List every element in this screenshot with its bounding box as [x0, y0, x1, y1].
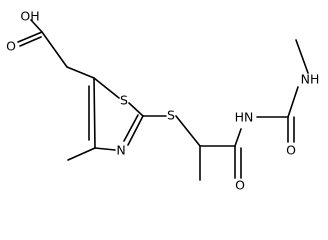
atom-label-thioether-s: S [167, 108, 175, 123]
bond-amide-c-nh [234, 128, 242, 147]
bond-urea-nh-methyl [295, 39, 309, 74]
chemical-structure-diagram: OH O S S N HN NH O O [6, 9, 319, 193]
bond-ring-s1-c2 [128, 102, 144, 117]
atom-label-oh: OH [20, 9, 39, 24]
atom-label-amide-o: O [235, 178, 245, 193]
bond-ring-c4-c5-a [93, 77, 96, 149]
atom-label-layer: OH O S S N HN NH O O [6, 9, 319, 193]
bond-c-o-double-a [17, 31, 43, 43]
bond-c-oh [30, 19, 43, 33]
bond-acid-c-ch2 [41, 31, 68, 68]
atom-label-acid-o: O [6, 39, 16, 54]
bond-ch2-ring-c5 [66, 66, 95, 79]
atom-label-amide-nh: HN [235, 110, 254, 125]
bond-ring-c5-s1 [93, 77, 120, 99]
atom-label-ring-n: N [116, 143, 125, 158]
bond-ring-c4-methyl [67, 147, 96, 161]
bond-urea-c-nh [287, 86, 299, 118]
bond-ring-c2-n3-b [123, 114, 139, 142]
bond-layer [17, 19, 309, 181]
bond-ring-n3-c4 [94, 147, 116, 151]
bond-thioether-s-ch [175, 115, 201, 147]
atom-label-urea-nh: NH [301, 72, 320, 87]
atom-label-urea-o: O [286, 143, 296, 158]
bond-c-o-double-b [19, 36, 42, 47]
bond-ring-c2-n3-a [127, 115, 144, 146]
atom-label-ring-s: S [120, 93, 128, 108]
